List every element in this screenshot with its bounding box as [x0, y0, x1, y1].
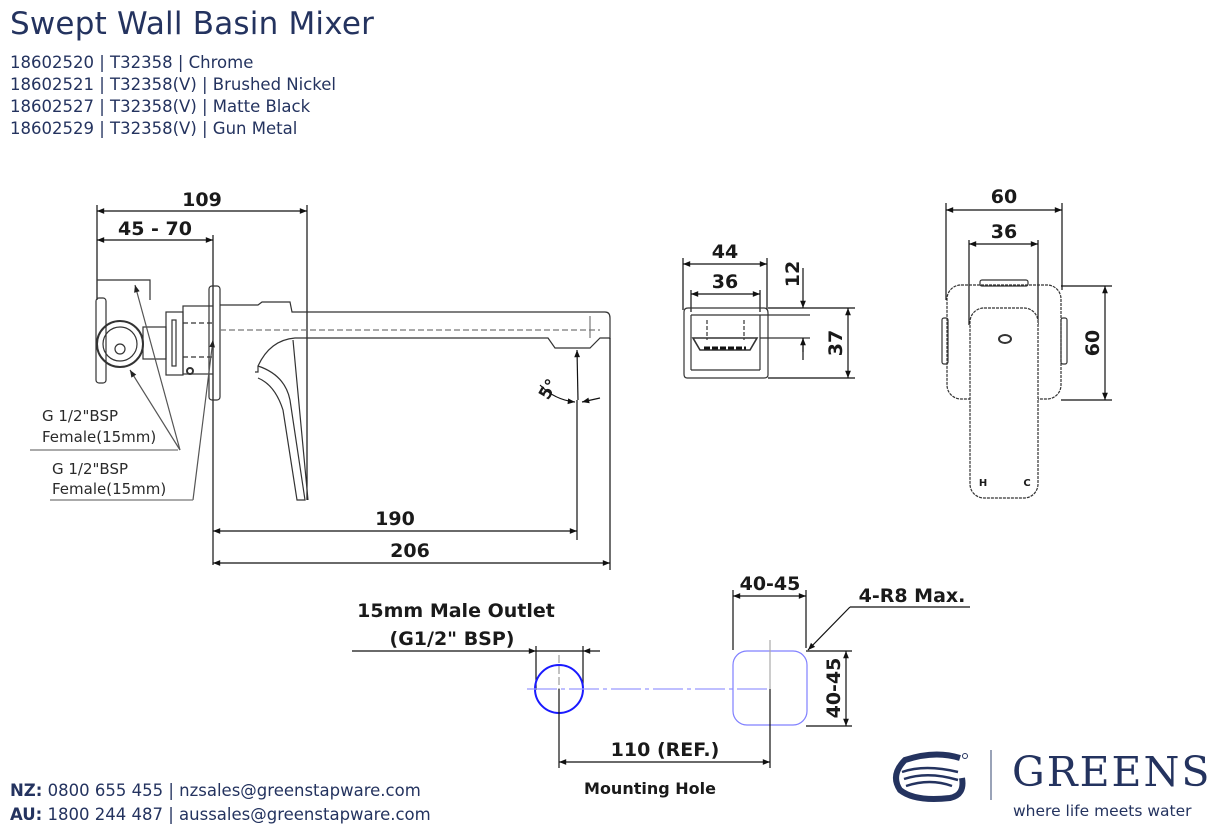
contact-nz: NZ: 0800 655 455 | nzsales@greenstapware… [10, 779, 431, 803]
outlet-label-line2: (G1/2" BSP) [390, 628, 515, 650]
cold-label: C [1023, 478, 1030, 489]
dim-label-44: 44 [712, 241, 738, 263]
logo-divider [990, 750, 992, 800]
angle-label: 5° [535, 376, 562, 404]
dim-label-60-width: 60 [991, 186, 1017, 208]
dim-label-36-handle: 36 [991, 221, 1017, 243]
dim-label-cutout-width: 40-45 [740, 573, 801, 595]
dim-label-190: 190 [375, 508, 415, 530]
brand-name: GREENS [1012, 748, 1212, 796]
inlet-note-1-line2: Female(15mm) [42, 428, 156, 446]
contact-au-details: 1800 244 487 | aussales@greenstapware.co… [47, 805, 431, 824]
contact-au-label: AU: [10, 805, 43, 824]
product-code-list: 18602520 | T32358 | Chrome 18602521 | T3… [10, 52, 336, 140]
dim-label-206: 206 [390, 540, 430, 562]
dim-label-cutout-height: 40-45 [823, 658, 845, 719]
inlet-note-2-line1: G 1/2"BSP [52, 460, 128, 478]
dim-label-109: 109 [182, 189, 222, 211]
spout-end-view [682, 258, 855, 379]
dim-label-45-70: 45 - 70 [118, 218, 192, 240]
outlet-label-line1: 15mm Male Outlet [357, 600, 555, 622]
mounting-hole-caption: Mounting Hole [584, 779, 716, 798]
dim-label-60-height: 60 [1082, 330, 1104, 356]
dim-label-110: 110 (REF.) [611, 739, 720, 761]
mounting-hole-diagram [352, 590, 970, 768]
front-view [941, 203, 1112, 499]
page-title: Swept Wall Basin Mixer [10, 6, 375, 42]
contact-info: NZ: 0800 655 455 | nzsales@greenstapware… [10, 779, 431, 827]
contact-nz-details: 0800 655 455 | nzsales@greenstapware.com [47, 781, 421, 800]
inlet-note-1-line1: G 1/2"BSP [42, 407, 118, 425]
inlet-note-2-line2: Female(15mm) [52, 480, 166, 498]
side-view [30, 205, 611, 570]
corner-radius-note: 4-R8 Max. [859, 585, 966, 607]
greens-logo-icon [893, 751, 968, 802]
product-code-line: 18602527 | T32358(V) | Matte Black [10, 97, 311, 116]
product-code-line: 18602521 | T32358(V) | Brushed Nickel [10, 75, 336, 94]
brand-tagline: where life meets water [1013, 802, 1192, 820]
contact-au: AU: 1800 244 487 | aussales@greenstapwar… [10, 803, 431, 827]
dim-label-36-spout: 36 [712, 271, 738, 293]
dim-label-37: 37 [825, 330, 847, 356]
product-code-line: 18602529 | T32358(V) | Gun Metal [10, 119, 298, 138]
product-code-line: 18602520 | T32358 | Chrome [10, 53, 254, 72]
hot-label: H [979, 478, 987, 489]
dim-label-12: 12 [782, 261, 804, 287]
contact-nz-label: NZ: [10, 781, 43, 800]
